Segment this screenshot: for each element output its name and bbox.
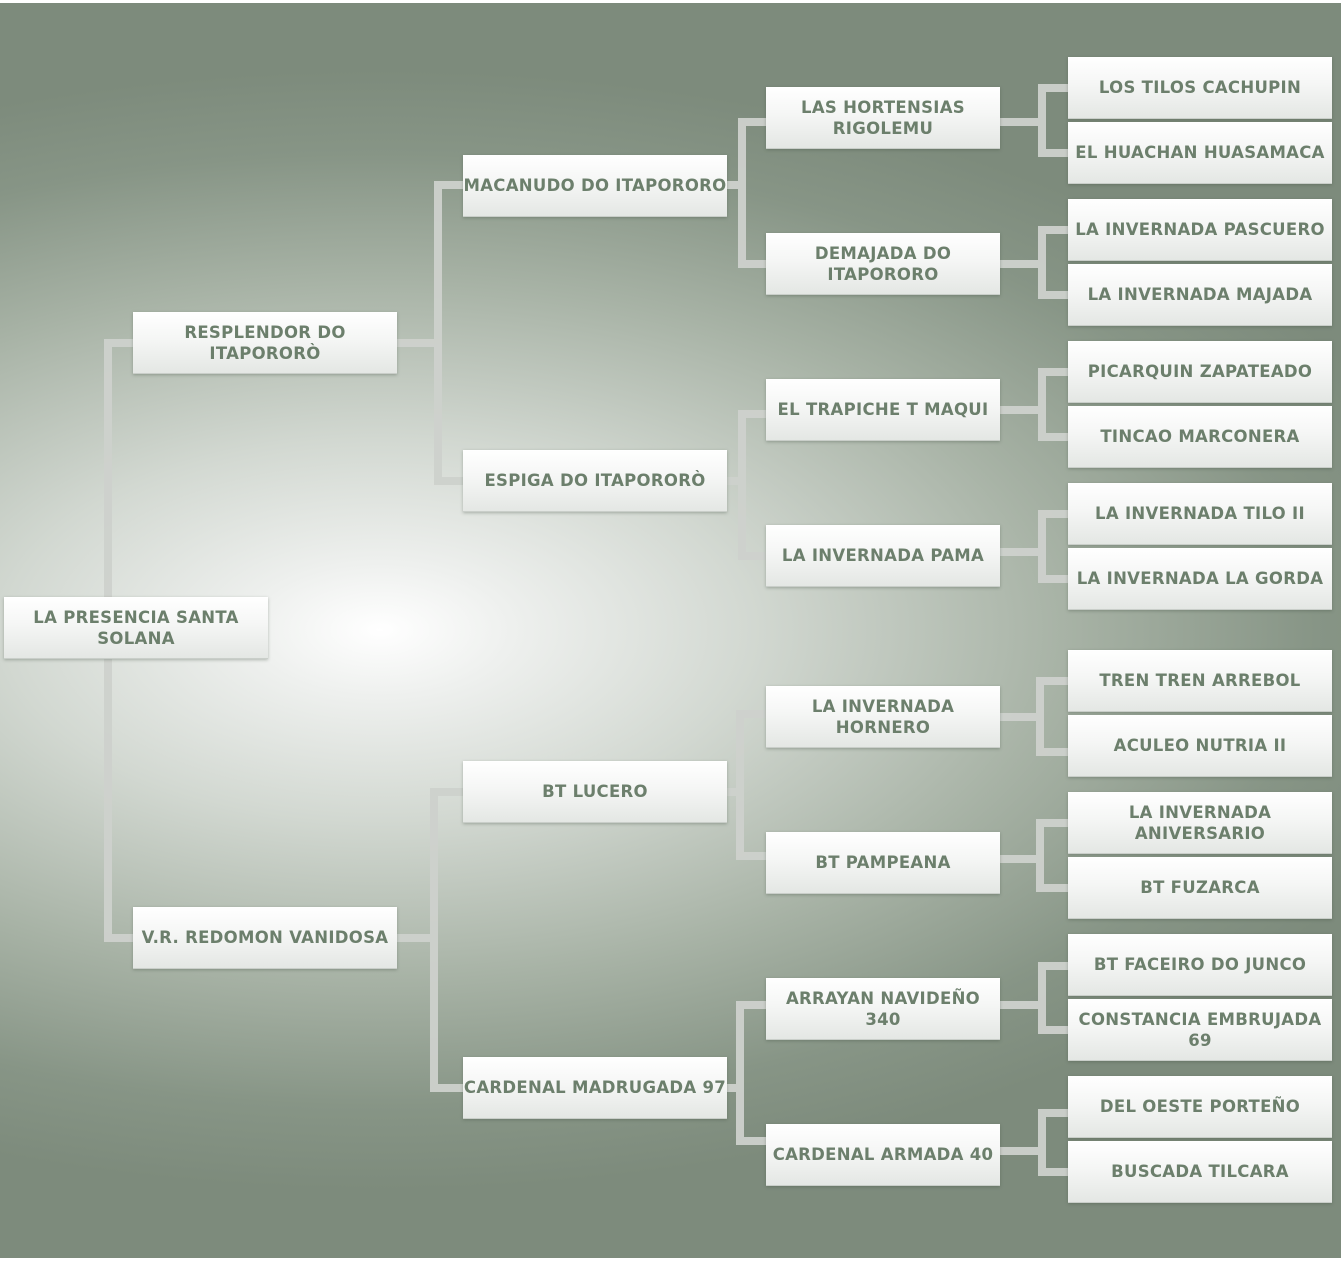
gen4-node-4[interactable]: LA INVERNADA MAJADA bbox=[1068, 264, 1332, 326]
gen4-node-6[interactable]: TINCAO MARCONERA bbox=[1068, 406, 1332, 468]
gen4-node-8[interactable]: LA INVERNADA LA GORDA bbox=[1068, 548, 1332, 610]
dam-dam-node[interactable]: CARDENAL MADRUGADA 97 bbox=[463, 1057, 727, 1119]
gen4-name-10: ACULEO NUTRIA II bbox=[1113, 736, 1287, 755]
connector-subject bbox=[104, 339, 133, 942]
gen3-node-4[interactable]: LA INVERNADA PAMA bbox=[766, 525, 1000, 587]
sire-node[interactable]: RESPLENDOR DO ITAPORORÒ bbox=[133, 312, 397, 374]
gen3-node-5[interactable]: LA INVERNADA HORNERO bbox=[766, 686, 1000, 748]
connector-sire-sire bbox=[727, 118, 766, 268]
gen3-node-6[interactable]: BT PAMPEANA bbox=[766, 832, 1000, 894]
gen3-node-1[interactable]: LAS HORTENSIAS RIGOLEMU bbox=[766, 87, 1000, 149]
dam-name: V.R. REDOMON VANIDOSA bbox=[141, 928, 389, 947]
gen4-name-2: EL HUACHAN HUASAMACA bbox=[1075, 143, 1325, 162]
connector-g3-7 bbox=[1000, 962, 1068, 1034]
sire-sire-name: MACANUDO DO ITAPORORO bbox=[463, 176, 727, 195]
connector-dam bbox=[397, 788, 463, 1092]
gen4-node-16[interactable]: BUSCADA TILCARA bbox=[1068, 1141, 1332, 1203]
connector-dam-sire bbox=[727, 710, 766, 860]
dam-sire-name: BT LUCERO bbox=[542, 782, 648, 801]
connector-g3-6 bbox=[1000, 819, 1068, 892]
sire-dam-node[interactable]: ESPIGA DO ITAPORORÒ bbox=[463, 450, 727, 512]
gen3-name-4: LA INVERNADA PAMA bbox=[781, 546, 985, 565]
gen4-node-1[interactable]: LOS TILOS CACHUPIN bbox=[1068, 57, 1332, 119]
gen3-name-5: LA INVERNADA HORNERO bbox=[811, 696, 955, 737]
gen4-node-11[interactable]: LA INVERNADA ANIVERSARIO bbox=[1068, 792, 1332, 854]
gen4-name-5: PICARQUIN ZAPATEADO bbox=[1087, 362, 1313, 381]
gen3-node-2[interactable]: DEMAJADA DO ITAPORORO bbox=[766, 233, 1000, 295]
gen4-name-8: LA INVERNADA LA GORDA bbox=[1076, 569, 1324, 588]
gen4-node-15[interactable]: DEL OESTE PORTEÑO bbox=[1068, 1076, 1332, 1138]
subject-node[interactable]: LA PRESENCIA SANTA SOLANA bbox=[4, 597, 268, 659]
gen3-name-3: EL TRAPICHE T MAQUI bbox=[777, 400, 989, 419]
connector-g3-8 bbox=[1000, 1109, 1068, 1176]
connector-g3-5 bbox=[1000, 677, 1068, 756]
gen4-node-10[interactable]: ACULEO NUTRIA II bbox=[1068, 715, 1332, 777]
gen4-name-3: LA INVERNADA PASCUERO bbox=[1075, 220, 1325, 239]
gen4-name-16: BUSCADA TILCARA bbox=[1111, 1162, 1289, 1181]
gen4-name-15: DEL OESTE PORTEÑO bbox=[1099, 1097, 1301, 1116]
connector-sire bbox=[397, 181, 463, 485]
gen4-name-12: BT FUZARCA bbox=[1140, 878, 1260, 897]
connector-g3-2 bbox=[1000, 226, 1068, 299]
gen4-node-5[interactable]: PICARQUIN ZAPATEADO bbox=[1068, 341, 1332, 403]
gen4-node-13[interactable]: BT FACEIRO DO JUNCO bbox=[1068, 934, 1332, 996]
connector-g3-3 bbox=[1000, 368, 1068, 441]
gen4-name-6: TINCAO MARCONERA bbox=[1100, 427, 1300, 446]
sire-dam-name: ESPIGA DO ITAPORORÒ bbox=[484, 471, 706, 490]
gen4-name-1: LOS TILOS CACHUPIN bbox=[1098, 78, 1302, 97]
connector-sire-dam bbox=[727, 410, 766, 560]
gen4-node-12[interactable]: BT FUZARCA bbox=[1068, 857, 1332, 919]
gen3-node-8[interactable]: CARDENAL ARMADA 40 bbox=[766, 1124, 1000, 1186]
gen4-name-4: LA INVERNADA MAJADA bbox=[1087, 285, 1313, 304]
gen3-name-6: BT PAMPEANA bbox=[815, 853, 951, 872]
connector-g3-4 bbox=[1000, 510, 1068, 583]
connector-g3-1 bbox=[1000, 84, 1068, 157]
gen4-node-9[interactable]: TREN TREN ARREBOL bbox=[1068, 650, 1332, 712]
gen4-node-3[interactable]: LA INVERNADA PASCUERO bbox=[1068, 199, 1332, 261]
gen4-node-7[interactable]: LA INVERNADA TILO II bbox=[1068, 483, 1332, 545]
gen3-name-8: CARDENAL ARMADA 40 bbox=[772, 1145, 994, 1164]
gen3-node-3[interactable]: EL TRAPICHE T MAQUI bbox=[766, 379, 1000, 441]
gen3-node-7[interactable]: ARRAYAN NAVIDEÑO 340 bbox=[766, 978, 1000, 1040]
gen4-name-13: BT FACEIRO DO JUNCO bbox=[1093, 955, 1307, 974]
connector-dam-dam bbox=[727, 1001, 766, 1145]
gen4-node-2[interactable]: EL HUACHAN HUASAMACA bbox=[1068, 122, 1332, 184]
gen3-name-1: LAS HORTENSIAS RIGOLEMU bbox=[801, 97, 965, 138]
dam-node[interactable]: V.R. REDOMON VANIDOSA bbox=[133, 907, 397, 969]
gen3-name-2: DEMAJADA DO ITAPORORO bbox=[814, 243, 952, 284]
gen4-name-9: TREN TREN ARREBOL bbox=[1099, 671, 1301, 690]
gen4-name-14: CONSTANCIA EMBRUJADA 69 bbox=[1078, 1009, 1322, 1050]
dam-sire-node[interactable]: BT LUCERO bbox=[463, 761, 727, 823]
sire-sire-node[interactable]: MACANUDO DO ITAPORORO bbox=[463, 155, 727, 217]
sire-name: RESPLENDOR DO ITAPORORÒ bbox=[184, 322, 346, 363]
gen4-node-14[interactable]: CONSTANCIA EMBRUJADA 69 bbox=[1068, 999, 1332, 1061]
gen3-name-7: ARRAYAN NAVIDEÑO 340 bbox=[785, 988, 981, 1029]
subject-name: LA PRESENCIA SANTA SOLANA bbox=[33, 607, 239, 648]
dam-dam-name: CARDENAL MADRUGADA 97 bbox=[463, 1078, 727, 1097]
gen4-name-7: LA INVERNADA TILO II bbox=[1095, 504, 1305, 523]
gen4-name-11: LA INVERNADA ANIVERSARIO bbox=[1128, 802, 1272, 843]
